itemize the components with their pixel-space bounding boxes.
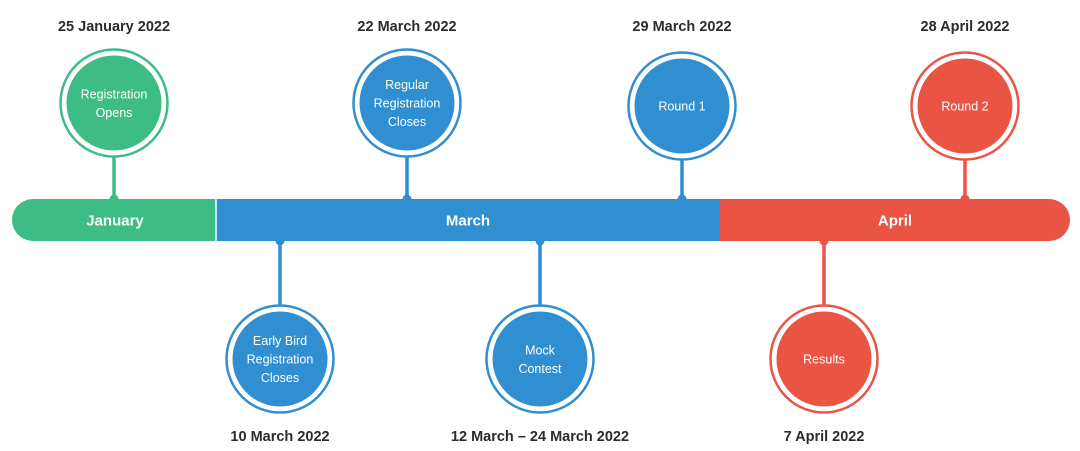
month-segment-april <box>720 199 1070 241</box>
event-title-line: Closes <box>261 371 299 385</box>
event-title-line: Regular <box>385 78 429 92</box>
event-circle <box>492 311 588 407</box>
event-circle <box>776 311 872 407</box>
event-title-line: Registration <box>374 97 441 111</box>
event-title-line: Closes <box>388 115 426 129</box>
event-circle <box>359 55 455 151</box>
event-junction-dot <box>402 194 412 204</box>
event-junction-dot <box>109 194 119 204</box>
event-junction-dot <box>535 236 545 246</box>
month-segment-january <box>12 199 216 241</box>
event-date-label: 12 March – 24 March 2022 <box>451 429 629 445</box>
event-title-line: Opens <box>96 106 133 120</box>
event-junction-dot <box>275 236 285 246</box>
month-segment-march <box>216 199 720 241</box>
event-date-label: 7 April 2022 <box>784 429 865 445</box>
month-label-january: January <box>86 213 144 230</box>
event-title-line: Contest <box>518 362 562 376</box>
event-title-line: Mock <box>525 343 556 357</box>
event-date-label: 28 April 2022 <box>921 19 1010 35</box>
event-title-line: Round 1 <box>658 100 705 114</box>
event-title-line: Registration <box>81 87 148 101</box>
month-label-march: March <box>446 213 490 230</box>
event-date-label: 10 March 2022 <box>230 429 329 445</box>
event-date-label: 22 March 2022 <box>357 19 456 35</box>
event-title-line: Early Bird <box>253 334 307 348</box>
event-circle <box>66 55 162 151</box>
event-circle <box>917 58 1013 154</box>
event-round-1: Round 1 29 March 2022 <box>627 19 737 204</box>
event-results: Results 7 April 2022 <box>769 236 879 445</box>
event-junction-dot <box>677 194 687 204</box>
event-round-2: Round 2 28 April 2022 <box>910 19 1020 204</box>
event-circle <box>634 58 730 154</box>
event-circle <box>232 311 328 407</box>
event-junction-dot <box>960 194 970 204</box>
event-title-line: Round 2 <box>941 100 988 114</box>
event-date-label: 29 March 2022 <box>632 19 731 35</box>
event-title-line: Registration <box>247 353 314 367</box>
event-title-line: Results <box>803 353 845 367</box>
event-date-label: 25 January 2022 <box>58 19 170 35</box>
event-junction-dot <box>819 236 829 246</box>
month-label-april: April <box>878 213 912 230</box>
timeline-bar: January March April <box>12 199 1070 241</box>
